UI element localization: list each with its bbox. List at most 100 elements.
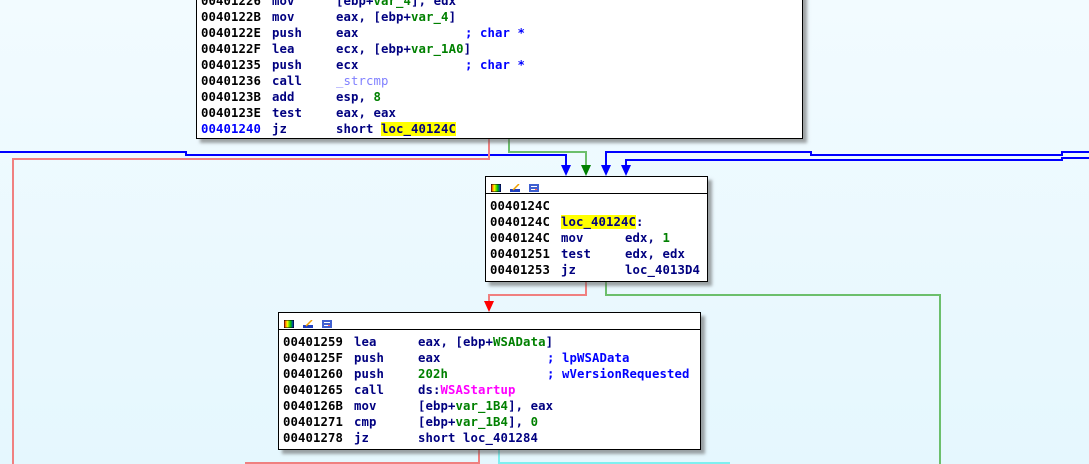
mnemonic: push	[354, 351, 385, 365]
operand-var[interactable]: var_1B4	[455, 415, 509, 429]
disasm-line[interactable]: 0040124C	[486, 198, 707, 214]
operand-text: ecx	[336, 58, 359, 72]
operand-text: ],	[508, 415, 531, 429]
mnemonic: test	[272, 106, 303, 120]
operand-text: esp,	[336, 90, 374, 104]
operand-fn-lib[interactable]: _strcmp	[336, 74, 389, 88]
edge-green-taken[interactable]	[508, 138, 587, 168]
mnemonic: mov	[272, 10, 295, 24]
arrowhead-green	[581, 165, 591, 176]
operands: [ebp+var_1B4], eax	[418, 398, 553, 414]
mnemonic: mov	[354, 399, 377, 413]
edge-red-fallthrough[interactable]	[12, 138, 490, 464]
rename-icon[interactable]	[303, 317, 313, 328]
edge-red-bottom[interactable]	[245, 449, 480, 464]
code-label[interactable]: loc_40124C:	[561, 214, 644, 230]
color-palette-icon[interactable]	[490, 181, 502, 193]
operand-text: eax, eax	[336, 106, 397, 120]
address: 0040124C	[490, 231, 551, 245]
edge-blue-left[interactable]	[0, 151, 567, 168]
mnemonic: lea	[272, 42, 295, 56]
operand-var[interactable]: var_1A0	[411, 42, 464, 56]
operand-text: [ebp+	[418, 415, 456, 429]
operand-text: eax, [ebp+	[418, 335, 494, 349]
operands: ecx	[336, 57, 359, 73]
mnemonic: add	[272, 90, 295, 104]
mnemonic: mov	[561, 231, 584, 245]
operands: [ebp+var_1B4], 0	[418, 414, 538, 430]
color-palette-icon[interactable]	[283, 317, 295, 329]
edge-blue-right-2[interactable]	[625, 157, 1089, 168]
operand-text: eax	[418, 351, 441, 365]
operand-text: ], edx	[411, 0, 457, 8]
address: 00401236	[201, 74, 262, 88]
address: 00401259	[283, 335, 344, 349]
operands: short loc_401284	[418, 430, 538, 446]
operand-text: [ebp+	[418, 399, 456, 413]
address: 00401235	[201, 58, 262, 72]
comment: ; lpWSAData	[547, 351, 630, 365]
operand-var[interactable]: var_4	[373, 0, 412, 8]
operand-var[interactable]: WSAData	[493, 335, 546, 349]
mnemonic: cmp	[354, 415, 377, 429]
edge-cyan-bottom[interactable]	[498, 449, 730, 464]
operands: loc_4013D4	[625, 262, 700, 278]
operands: 202h	[418, 366, 448, 382]
operand-var[interactable]: var_1B4	[455, 399, 509, 413]
disasm-line[interactable]: 0040124C loc_40124C:	[486, 214, 707, 230]
operands: edx, edx	[625, 246, 685, 262]
graph-nodes-icon[interactable]	[529, 181, 539, 192]
comment: ; char *	[465, 26, 526, 40]
operand-num[interactable]: 8	[373, 90, 382, 104]
operand-num[interactable]: 202h	[418, 367, 449, 381]
operand-text: ], eax	[508, 399, 554, 413]
rename-icon[interactable]	[510, 181, 520, 192]
operand-text: ds:	[418, 383, 441, 397]
label-name[interactable]: loc_40124C	[561, 215, 637, 229]
operand-text: edx, edx	[625, 247, 686, 261]
operand-num[interactable]: 0	[530, 415, 539, 429]
operand-var[interactable]: var_4	[411, 10, 449, 24]
edge-red-middle[interactable]	[488, 281, 587, 304]
operands: eax, eax	[336, 105, 396, 121]
address: 0040124C	[490, 215, 551, 229]
arrowhead-blue-1	[561, 165, 571, 176]
arrowhead-red	[484, 301, 494, 312]
operand-label-hl[interactable]: loc_40124C	[381, 122, 457, 136]
edge-green-middle[interactable]	[605, 281, 941, 464]
operand-text: eax, [ebp+	[336, 10, 412, 24]
address: 00401226	[201, 0, 262, 8]
address: 00401271	[283, 415, 344, 429]
disasm-line[interactable]: 00401271 cmp [ebp+var_1B4], 0	[279, 414, 700, 430]
operands: esp, 8	[336, 89, 381, 105]
label-colon: :	[636, 215, 644, 229]
operand-num[interactable]: 1	[662, 231, 671, 245]
address: 0040122E	[201, 26, 262, 40]
graph-nodes-icon[interactable]	[322, 317, 332, 328]
address: 0040122F	[201, 42, 262, 56]
edge-blue-right-1[interactable]	[605, 151, 1089, 168]
operand-fn-imp[interactable]: WSAStartup	[440, 383, 516, 397]
